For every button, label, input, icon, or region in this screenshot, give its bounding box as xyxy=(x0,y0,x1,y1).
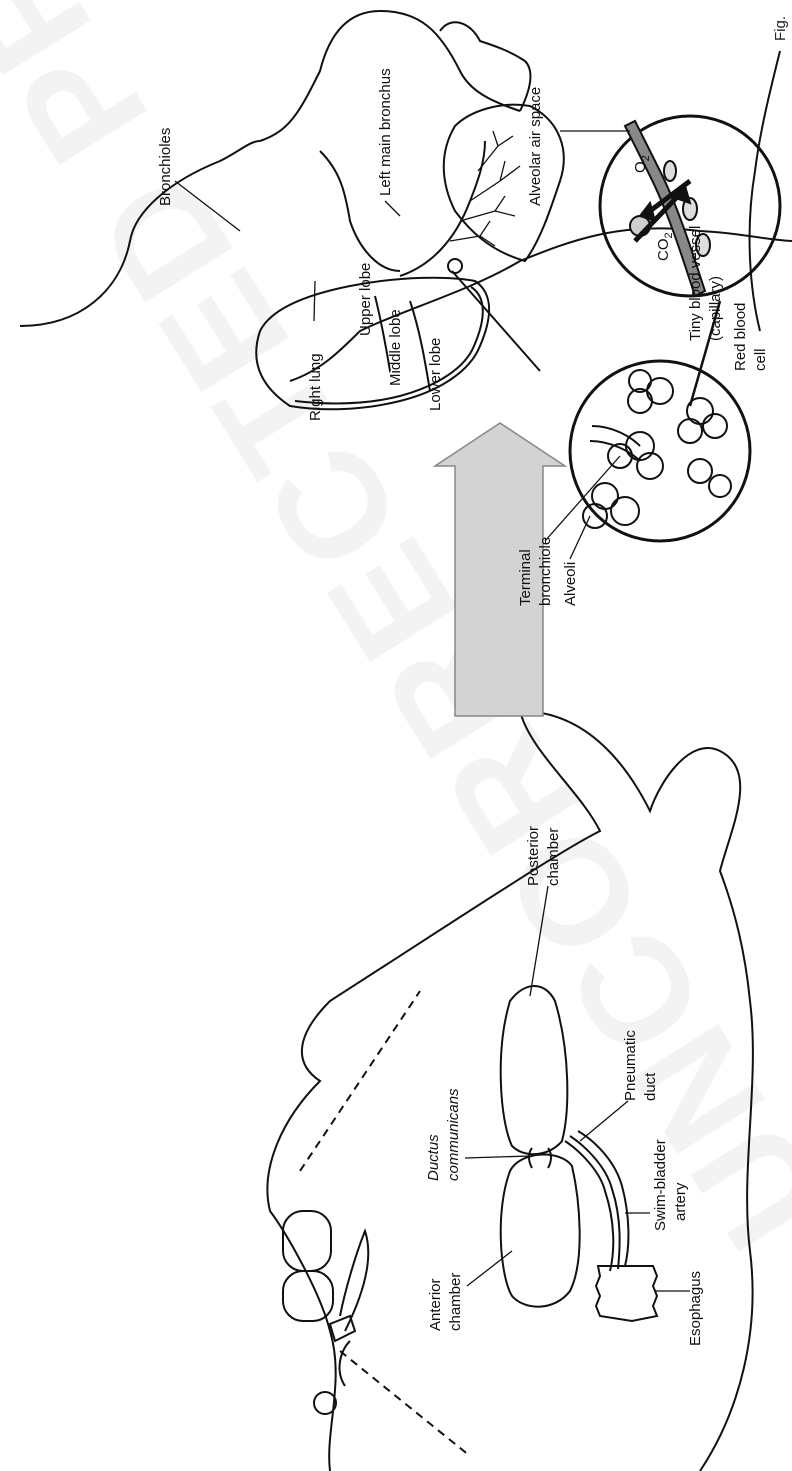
zoom-beam-alveoli xyxy=(452,271,540,371)
zoom-line-upper xyxy=(300,991,420,1171)
anterior-chamber-label-1: Anterior xyxy=(427,1278,444,1331)
terminal-bronchiole-label-1: Terminal xyxy=(517,549,534,606)
anterior-chamber xyxy=(501,1155,580,1307)
alveoli-label: Alveoli xyxy=(562,562,579,606)
red-blood-cell-label-1: Red blood xyxy=(732,303,749,371)
capillary-label-1: Tiny blood vessel xyxy=(687,226,704,341)
lower-lobe-label: Lower lobe xyxy=(427,338,444,411)
left-main-bronchus xyxy=(400,141,485,276)
alveoli-clusters xyxy=(583,370,731,528)
pneumatic-duct-label-1: Pneumatic xyxy=(622,1030,639,1101)
swim-bladder-artery-label-2: artery xyxy=(672,1182,689,1221)
red-blood-cell-3 xyxy=(664,161,676,181)
swim-bladder-artery-label-1: Swim-bladder xyxy=(652,1139,669,1231)
pneumatic-duct-label-2: duct xyxy=(642,1072,659,1101)
human-face xyxy=(440,22,530,111)
right-lung-leader xyxy=(314,281,315,321)
human-back xyxy=(750,51,780,331)
middle-lobe-label: Middle lobe xyxy=(387,309,404,386)
right-lung-label: Right lung xyxy=(307,353,324,421)
posterior-chamber-label-2: chamber xyxy=(545,828,562,886)
fish-eye xyxy=(314,1392,336,1414)
anterior-chamber-label-2: chamber xyxy=(447,1273,464,1331)
ductus-label-2: communicans xyxy=(445,1088,462,1181)
left-main-bronchus-leader xyxy=(385,201,400,216)
fish-gill xyxy=(340,1341,350,1386)
posterior-chamber-label-1: Posterior xyxy=(525,826,542,886)
left-main-bronchus-label: Left main bronchus xyxy=(377,68,394,196)
esophagus-shape xyxy=(596,1266,657,1321)
pneumatic-duct xyxy=(565,1136,620,1271)
red-blood-cell-label-2: cell xyxy=(752,348,769,371)
alveolar-air-space-label: Alveolar air space xyxy=(527,87,544,206)
figure-caption: Fig. xyxy=(772,16,789,41)
co2-label: CO2 xyxy=(655,232,675,261)
posterior-chamber xyxy=(501,986,568,1154)
esophagus-label: Esophagus xyxy=(687,1271,704,1346)
alveoli-zoom-circle xyxy=(570,361,750,541)
ductus-label-1: Ductus xyxy=(425,1134,442,1181)
lung-zoom-spot xyxy=(448,259,462,273)
fish-fin-small xyxy=(340,1231,368,1331)
ductus-leader xyxy=(465,1156,530,1158)
alveoli-leader xyxy=(570,516,590,559)
bronchioles-label: Bronchioles xyxy=(157,128,174,206)
swim-bladder-artery xyxy=(578,1131,628,1266)
zoom-line-lower xyxy=(340,1351,470,1456)
upper-lobe-label: Upper lobe xyxy=(357,263,374,336)
capillary-label-2: (capillary) xyxy=(707,276,724,341)
terminal-bronchiole-leader xyxy=(545,456,620,541)
terminal-bronchiole-label-2: bronchiole xyxy=(537,537,554,606)
left-lung xyxy=(444,105,564,261)
